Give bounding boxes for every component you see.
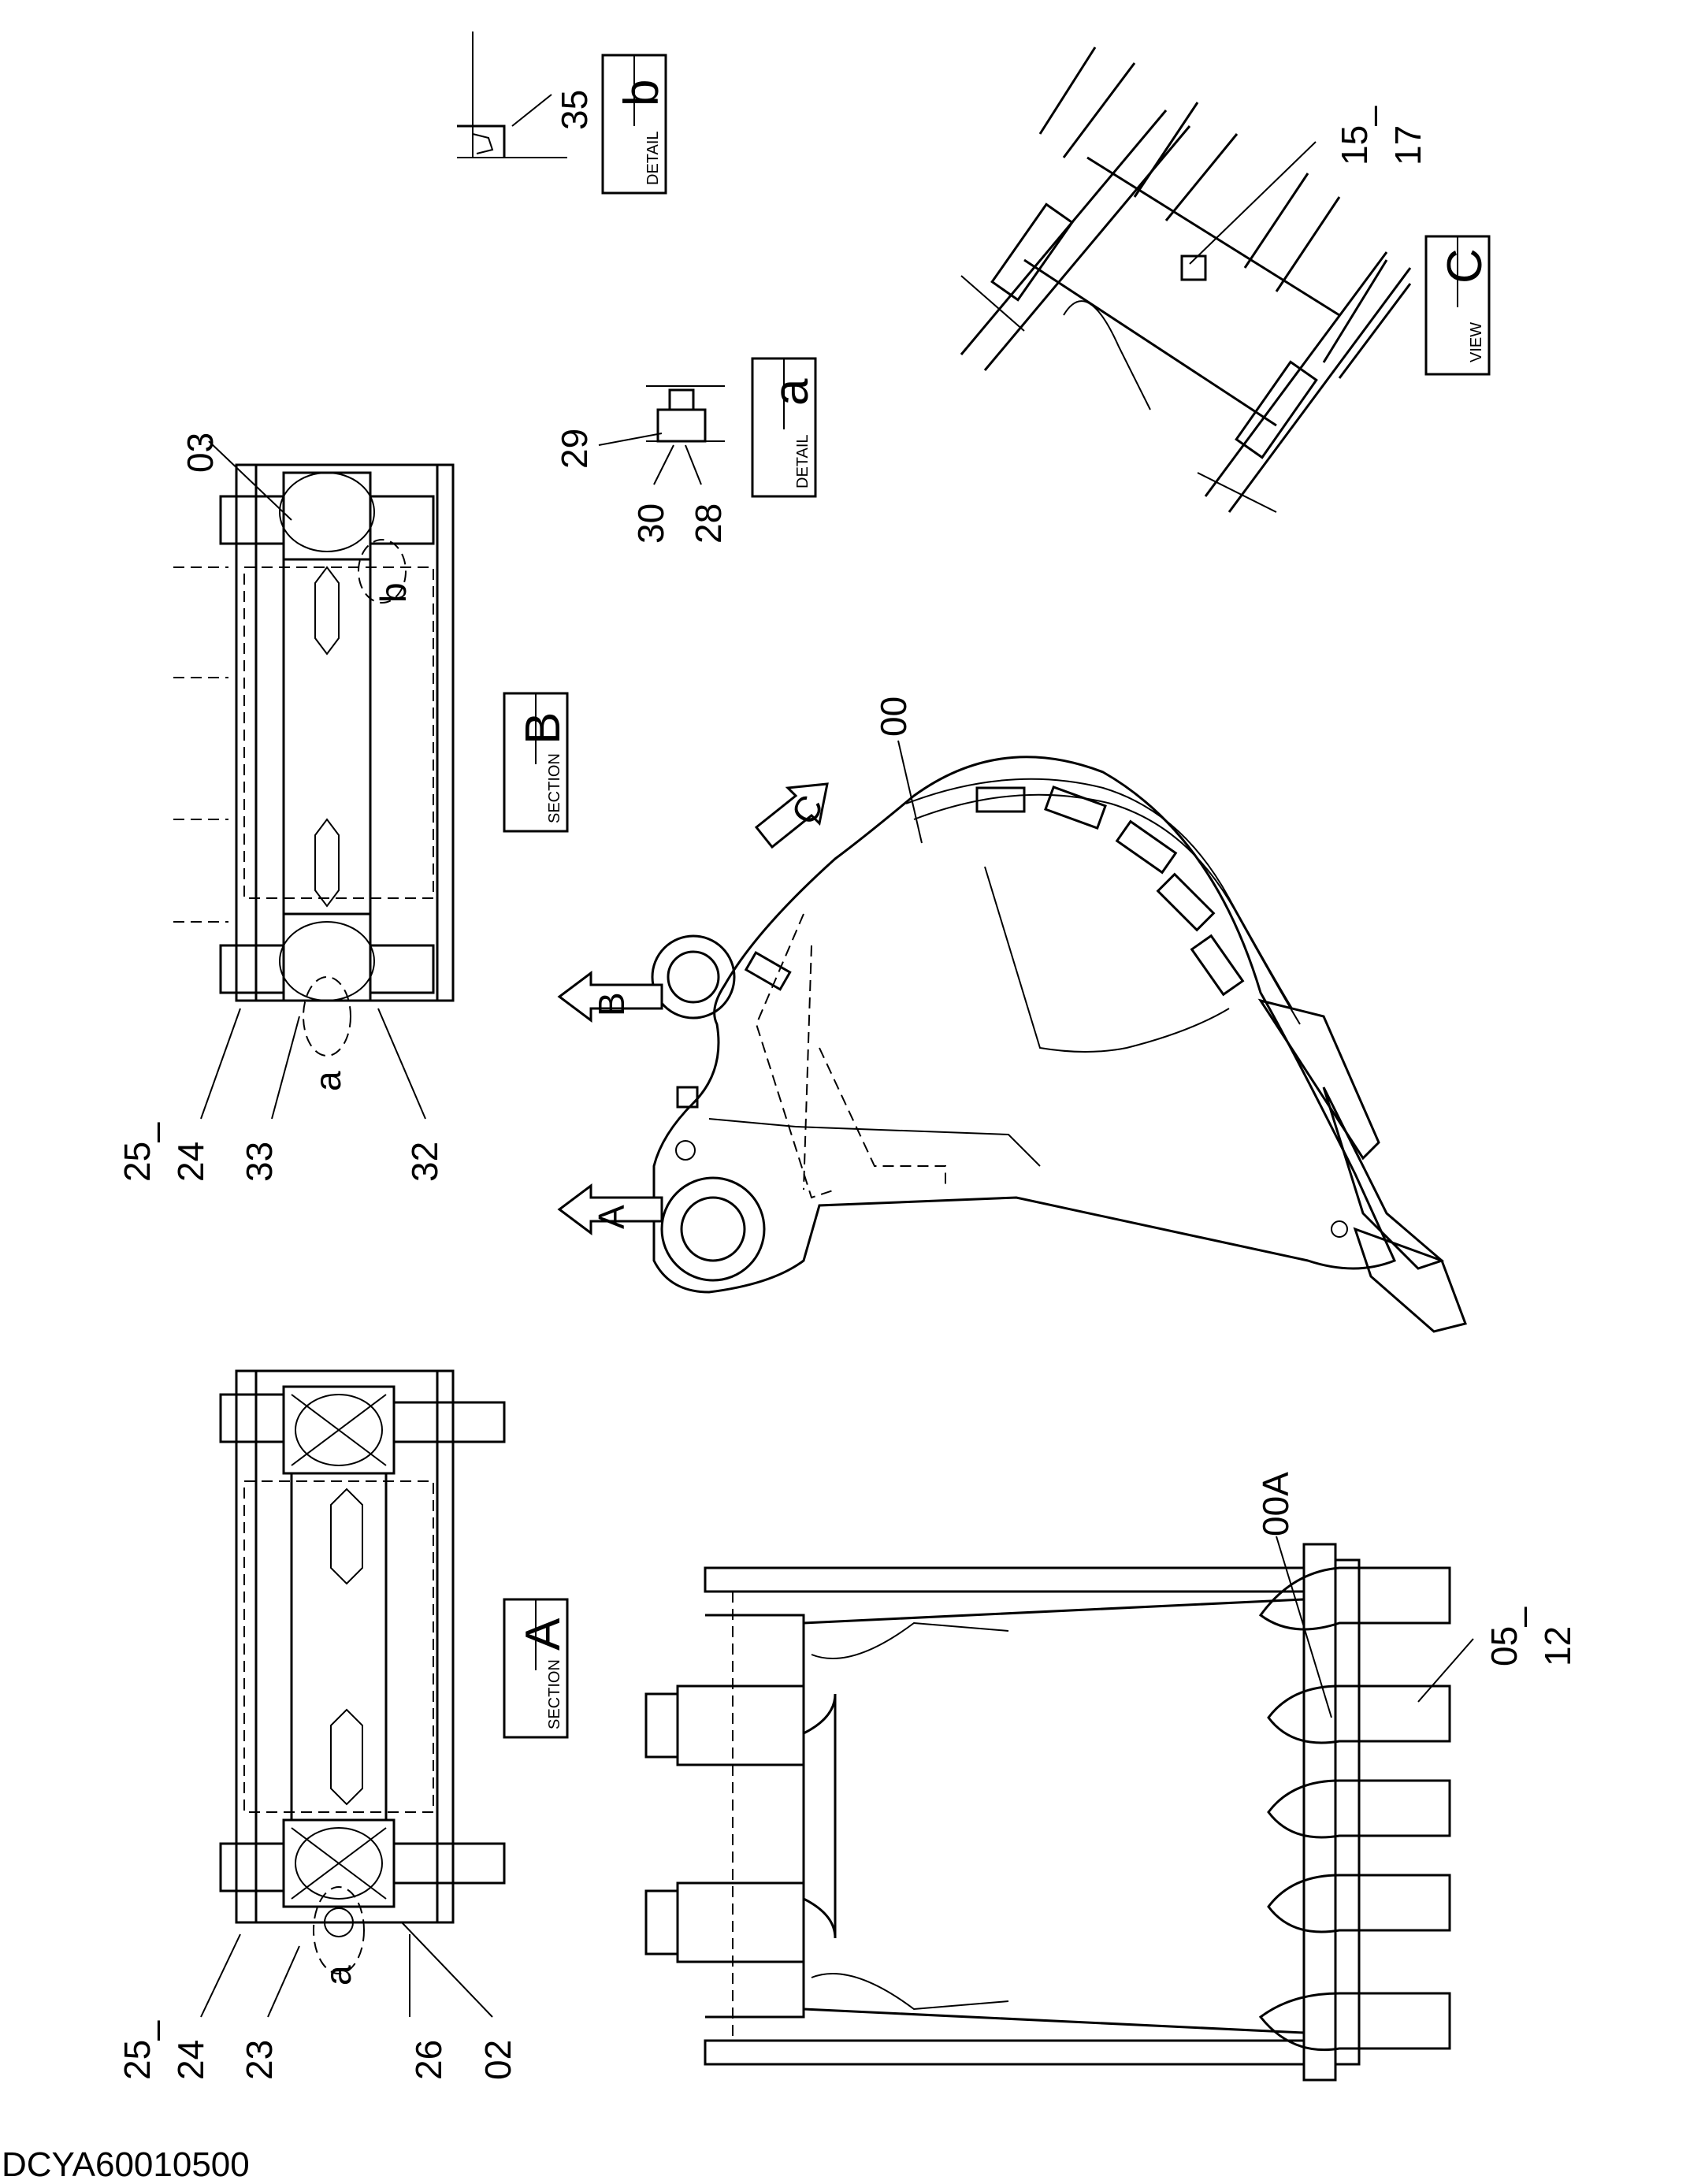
part-label-00A: 00A [1255, 1472, 1296, 1536]
range-dash-05-12: – [1502, 1606, 1543, 1627]
detail-a-label-box: DETAIL a [751, 357, 819, 498]
part-label-24-a: 24 [170, 2040, 211, 2080]
part-label-23: 23 [239, 2040, 280, 2080]
section-a-callouts: 25 – 24 23 26 02 a [117, 1922, 518, 2080]
part-label-28: 28 [688, 503, 729, 544]
part-label-32: 32 [404, 1142, 445, 1182]
detail-b-drawing [457, 32, 567, 158]
section-a-drawing [219, 1369, 506, 1974]
part-label-25-a: 25 [117, 2040, 158, 2080]
section-b-caption: SECTION [546, 753, 563, 823]
bucket-side-view [651, 756, 1467, 1333]
section-b-callouts: 25 – 24 33 32 03 a b [117, 433, 445, 1182]
part-label-12: 12 [1537, 1626, 1578, 1666]
bucket-front-view [644, 1543, 1451, 2082]
circle-marker-a-section-a: a [318, 1965, 358, 1985]
part-label-05: 05 [1484, 1626, 1525, 1666]
range-dash-25-24-b: – [135, 1122, 176, 1142]
detail-a-drawing [598, 385, 725, 485]
section-b-drawing [173, 463, 455, 1057]
arrow-marker-b-letter: B [591, 992, 632, 1016]
part-label-26: 26 [408, 2040, 449, 2080]
arrow-marker-a: A [557, 1183, 663, 1235]
arrow-marker-b: B [557, 971, 663, 1023]
section-b-letter: B [516, 712, 570, 745]
detail-b-caption: DETAIL [644, 131, 662, 185]
detail-b-letter: b [615, 80, 669, 106]
view-c-caption: VIEW [1468, 322, 1485, 362]
arrow-marker-c: C [754, 782, 831, 849]
view-c-letter: C [1438, 248, 1492, 284]
section-b-label-box: SECTION B [503, 692, 570, 833]
section-a-letter: A [516, 1618, 570, 1651]
part-label-24-b: 24 [170, 1142, 211, 1182]
view-c-label-box: VIEW C [1424, 235, 1492, 376]
circle-marker-b: b [373, 582, 414, 603]
part-label-02: 02 [477, 2040, 518, 2080]
part-label-00: 00 [873, 696, 914, 737]
part-label-33: 33 [239, 1142, 280, 1182]
part-label-25-b: 25 [117, 1142, 158, 1182]
part-label-30: 30 [630, 503, 671, 544]
drawing-code: DCYA60010500 [2, 2145, 250, 2184]
section-a-caption: SECTION [546, 1659, 563, 1729]
part-label-35: 35 [554, 90, 595, 130]
range-dash-25-24-a: – [135, 2020, 176, 2041]
detail-a-caption: DETAIL [794, 434, 812, 488]
part-label-03: 03 [180, 433, 221, 473]
part-label-15: 15 [1334, 125, 1375, 165]
view-c-drawing [960, 46, 1412, 513]
part-label-29: 29 [554, 429, 595, 469]
circle-marker-a-section-b: a [307, 1071, 348, 1091]
bucket-front-callouts: 00A 05 – 12 [1255, 1472, 1578, 1718]
part-label-17: 17 [1387, 125, 1428, 165]
section-a-label-box: SECTION A [503, 1598, 570, 1739]
arrow-marker-a-letter: A [591, 1205, 632, 1229]
detail-a-letter: a [764, 378, 819, 406]
detail-b-label-box: DETAIL b [601, 54, 669, 195]
range-dash-15-17: – [1352, 106, 1393, 126]
